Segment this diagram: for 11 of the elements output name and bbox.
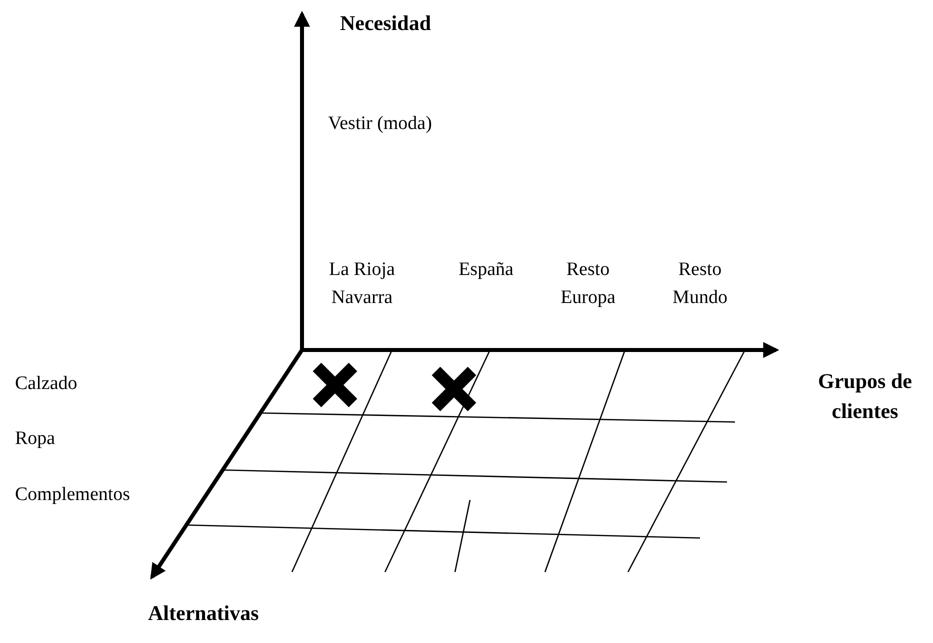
category-label: Vestir (moda) [328, 112, 433, 136]
category-label: Resto Mundo [672, 258, 728, 310]
axis-title: Alternativas [148, 600, 260, 627]
category-label: España [458, 258, 514, 282]
category-label: Resto Europa [560, 258, 616, 310]
axis-title: Necesidad [340, 10, 432, 37]
category-label: La Rioja Navarra [328, 258, 396, 310]
category-label: Calzado [15, 372, 78, 396]
category-label: Ropa [15, 427, 56, 451]
axis-title: Grupos de clientes [817, 368, 913, 426]
category-label: Complementos [15, 483, 132, 507]
